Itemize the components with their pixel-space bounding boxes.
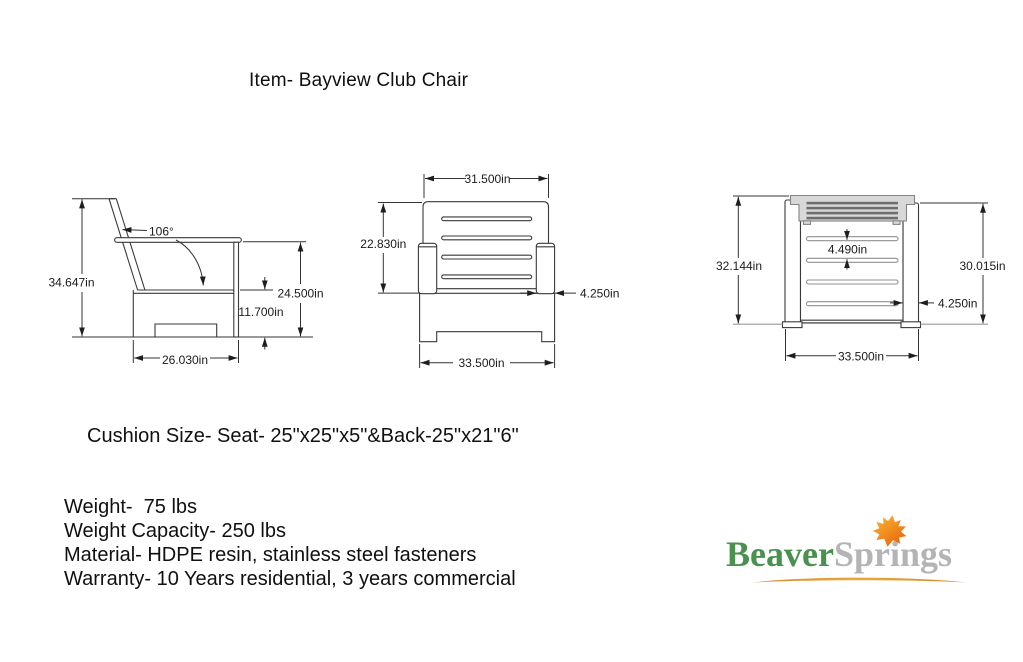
side-arm-height-label: 24.500in — [277, 287, 323, 301]
front-right-arm — [535, 242, 556, 295]
front-backrest — [422, 201, 550, 290]
front-dimensions: 31.500in 22.830in 4.250in — [360, 172, 619, 370]
brand-logo: BeaverSprings — [726, 536, 952, 572]
brand-name-part1: Beaver — [726, 534, 834, 574]
front-base — [419, 292, 556, 343]
front-overall-width-dimension: 33.500in — [419, 344, 556, 370]
spec-warranty: Warranty- 10 Years residential, 3 years … — [64, 568, 516, 590]
side-overall-height-label: 34.647in — [48, 276, 94, 290]
side-base — [132, 290, 234, 338]
front-back-width-dimension: 31.500in — [423, 172, 549, 198]
spec-weight: Weight- 75 lbs — [64, 496, 198, 518]
front-arm-width-label: 4.250in — [580, 287, 619, 301]
front-left-arm — [417, 242, 438, 295]
back-slat-gap-dimension: 4.490in — [828, 229, 867, 270]
back-right-foot — [900, 321, 922, 329]
side-seat-depth-dimension: 26.030in — [132, 340, 239, 367]
back-arm-height-label: 30.015in — [959, 259, 1005, 273]
side-seat-height-label: 11.700in — [238, 305, 283, 319]
side-back-angle-dimension: 106° — [122, 225, 206, 286]
front-back-height-dimension: 22.830in — [360, 202, 422, 293]
side-view: 34.647in 106° 24.500in 11.70 — [48, 198, 324, 367]
back-dimensions: 32.144in 30.015in 4.490in 4.250in — [716, 195, 1006, 364]
side-seat-height-dimension: 11.700in — [238, 277, 284, 350]
front-chair-outline — [417, 201, 556, 343]
front-overall-width-label: 33.500in — [458, 356, 504, 370]
logo-swoosh-underline — [752, 577, 967, 583]
front-back-height-label: 22.830in — [360, 237, 406, 251]
back-overall-height-dimension: 32.144in — [716, 195, 789, 324]
side-overall-height-dimension: 34.647in — [48, 199, 95, 337]
side-armrest — [114, 237, 242, 243]
maple-leaf-icon — [872, 515, 907, 547]
spec-material: Material- HDPE resin, stainless steel fa… — [64, 544, 477, 566]
brand-name-part2: Springs — [833, 534, 953, 574]
back-cap-slat-lines — [806, 201, 898, 220]
back-chair-outline — [733, 194, 988, 329]
back-slats — [805, 236, 899, 307]
side-front-support — [233, 241, 240, 338]
front-arm-width-dimension: 4.250in — [378, 287, 619, 301]
front-back-width-label: 31.500in — [464, 172, 510, 186]
side-chair-outline — [108, 198, 242, 338]
side-dimensions: 34.647in 106° 24.500in 11.70 — [48, 198, 324, 367]
back-overall-width-label: 33.500in — [838, 350, 884, 364]
side-seat-depth-label: 26.030in — [162, 353, 208, 367]
page-title: Item- Bayview Club Chair — [249, 70, 469, 91]
side-arm-height-dimension: 24.500in — [243, 241, 324, 337]
product-specs: Weight- 75 lbs Weight Capacity- 250 lbs … — [64, 495, 516, 591]
back-slat-gap-label: 4.490in — [828, 243, 867, 257]
back-left-foot — [781, 321, 803, 329]
back-arm-width-dimension: 4.250in — [890, 297, 977, 311]
back-arm-width-label: 4.250in — [938, 297, 977, 311]
back-arm-height-dimension: 30.015in — [920, 202, 1006, 324]
spec-weight-capacity: Weight Capacity- 250 lbs — [64, 520, 286, 542]
back-view: 32.144in 30.015in 4.490in 4.250in — [716, 194, 1006, 364]
front-view: 31.500in 22.830in 4.250in — [360, 172, 619, 370]
side-back-angle-label: 106° — [149, 225, 174, 239]
cushion-size-note: Cushion Size- Seat- 25"x25"x5"&Back-25"x… — [87, 425, 519, 447]
back-overall-width-dimension: 33.500in — [785, 329, 919, 364]
back-overall-height-label: 32.144in — [716, 259, 762, 273]
back-left-post — [784, 199, 802, 325]
